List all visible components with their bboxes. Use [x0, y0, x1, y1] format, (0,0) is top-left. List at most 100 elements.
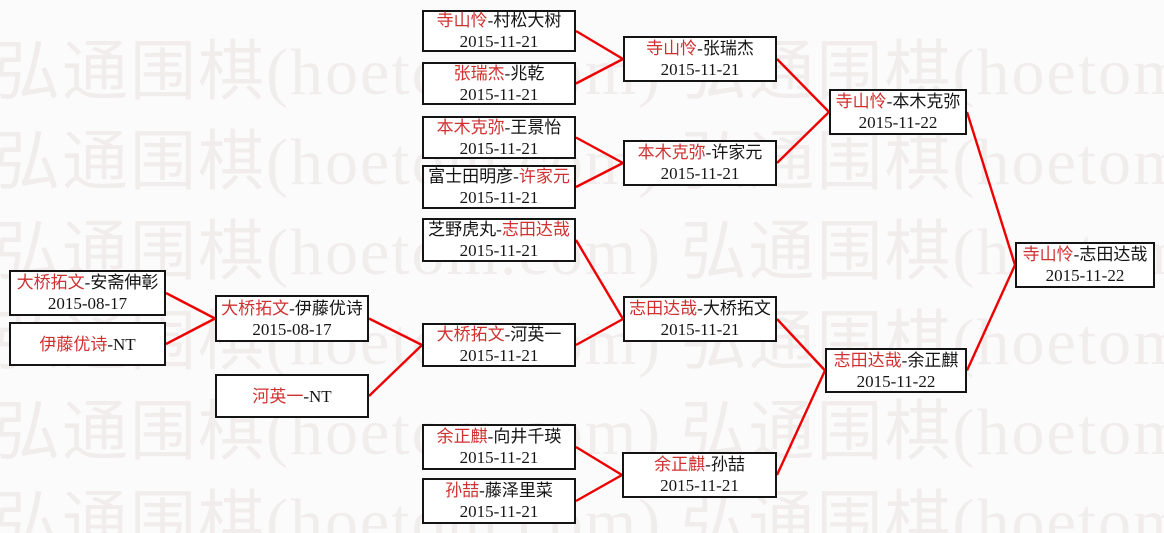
match-date: 2015-11-21 — [459, 84, 539, 104]
match-date: 2015-11-21 — [459, 188, 539, 207]
player-separator: - — [487, 11, 494, 30]
player-separator: - — [886, 92, 893, 111]
loser-name: 向井千瑛 — [493, 427, 562, 446]
match-players: 大桥拓文-安斋伸彰 — [17, 272, 159, 293]
winner-name: 寺山怜 — [835, 92, 887, 111]
match-date: 2015-11-21 — [459, 32, 539, 51]
match-box: 河英一-NT — [215, 374, 369, 418]
winner-name: 大桥拓文 — [221, 298, 290, 318]
player-separator: - — [705, 455, 711, 474]
match-players: 芝野虎丸-志田达哉 — [428, 219, 570, 240]
match-players: 志田达哉-余正麒 — [834, 350, 959, 371]
player-separator: - — [504, 63, 511, 83]
match-players: 大桥拓文-河英一 — [437, 324, 562, 345]
loser-name: 张瑞杰 — [702, 39, 754, 58]
connector-line — [575, 57, 624, 85]
winner-name: 志田达哉 — [833, 350, 902, 370]
connector-line — [575, 29, 624, 61]
winner-name: 本木克弥 — [637, 143, 706, 162]
player-separator: - — [289, 298, 295, 318]
winner-name: 本木克弥 — [436, 117, 505, 137]
player-separator: - — [496, 220, 502, 239]
match-players: 富士田明彦-许家元 — [428, 166, 570, 187]
player-separator: - — [504, 325, 511, 344]
loser-name: NT — [113, 334, 136, 354]
winner-name: 寺山怜 — [1022, 245, 1074, 264]
connector-line — [368, 317, 423, 347]
player-separator: - — [479, 481, 485, 500]
loser-name: 孙喆 — [710, 455, 745, 474]
winner-name: 孙喆 — [445, 481, 480, 500]
winner-name: 寺山怜 — [436, 11, 488, 30]
match-date: 2015-11-21 — [459, 138, 539, 158]
match-date: 2015-11-21 — [459, 241, 539, 260]
connector-line — [368, 344, 423, 397]
match-players: 河英一-NT — [252, 386, 331, 407]
winner-name: 伊藤优诗 — [39, 334, 108, 354]
connector-line — [165, 317, 216, 346]
player-separator: - — [697, 299, 703, 318]
connector-line — [776, 111, 830, 164]
loser-name: 许家元 — [711, 143, 763, 162]
connector-line — [775, 369, 827, 476]
match-players: 寺山怜-张瑞杰 — [646, 38, 754, 59]
loser-name: 藤泽里菜 — [484, 481, 553, 500]
match-players: 张瑞杰-兆乾 — [454, 63, 545, 84]
match-players: 孙喆-藤泽里菜 — [445, 480, 553, 501]
winner-name: 志田达哉 — [501, 220, 570, 239]
loser-name: 富士田明彦 — [428, 167, 514, 186]
match-players: 余正麒-孙喆 — [654, 454, 745, 475]
connector-line — [965, 111, 1017, 266]
match-date: 2015-11-21 — [459, 346, 539, 365]
connector-line — [575, 161, 624, 189]
loser-name: 余正麒 — [907, 350, 959, 370]
loser-name: 大桥拓文 — [702, 299, 771, 318]
player-separator: - — [107, 334, 113, 354]
match-players: 本木克弥-王景怡 — [437, 117, 562, 138]
match-date: 2015-11-22 — [1045, 266, 1125, 285]
connector-line — [575, 473, 623, 503]
winner-name: 余正麒 — [436, 427, 488, 446]
match-date: 2015-11-21 — [660, 60, 740, 79]
winner-name: 寺山怜 — [646, 39, 698, 58]
loser-name: 村松大树 — [493, 11, 562, 30]
winner-name: 张瑞杰 — [453, 63, 505, 83]
match-players: 伊藤优诗-NT — [39, 334, 135, 355]
player-separator: - — [697, 39, 703, 58]
winner-name: 余正麒 — [654, 455, 706, 474]
connector-line — [776, 318, 826, 372]
player-separator: - — [504, 117, 511, 137]
winner-name: 志田达哉 — [629, 299, 698, 318]
connector-line — [575, 445, 623, 477]
match-box: 伊藤优诗-NT — [9, 322, 166, 366]
winner-name: 大桥拓文 — [16, 273, 85, 292]
winner-name: 大桥拓文 — [436, 325, 505, 344]
match-date: 2015-11-21 — [459, 448, 539, 467]
loser-name: 河英一 — [510, 325, 562, 344]
player-separator: - — [303, 386, 309, 406]
match-date: 2015-08-17 — [252, 319, 332, 339]
match-players: 寺山怜-村松大树 — [437, 10, 562, 31]
match-date: 2015-11-22 — [856, 371, 936, 391]
match-date: 2015-11-21 — [660, 476, 739, 495]
connector-line — [575, 317, 624, 347]
match-players: 本木克弥-许家元 — [638, 142, 763, 163]
connector-line — [574, 239, 625, 320]
loser-name: 兆乾 — [510, 63, 545, 83]
match-players: 寺山怜-志田达哉 — [1023, 244, 1148, 265]
